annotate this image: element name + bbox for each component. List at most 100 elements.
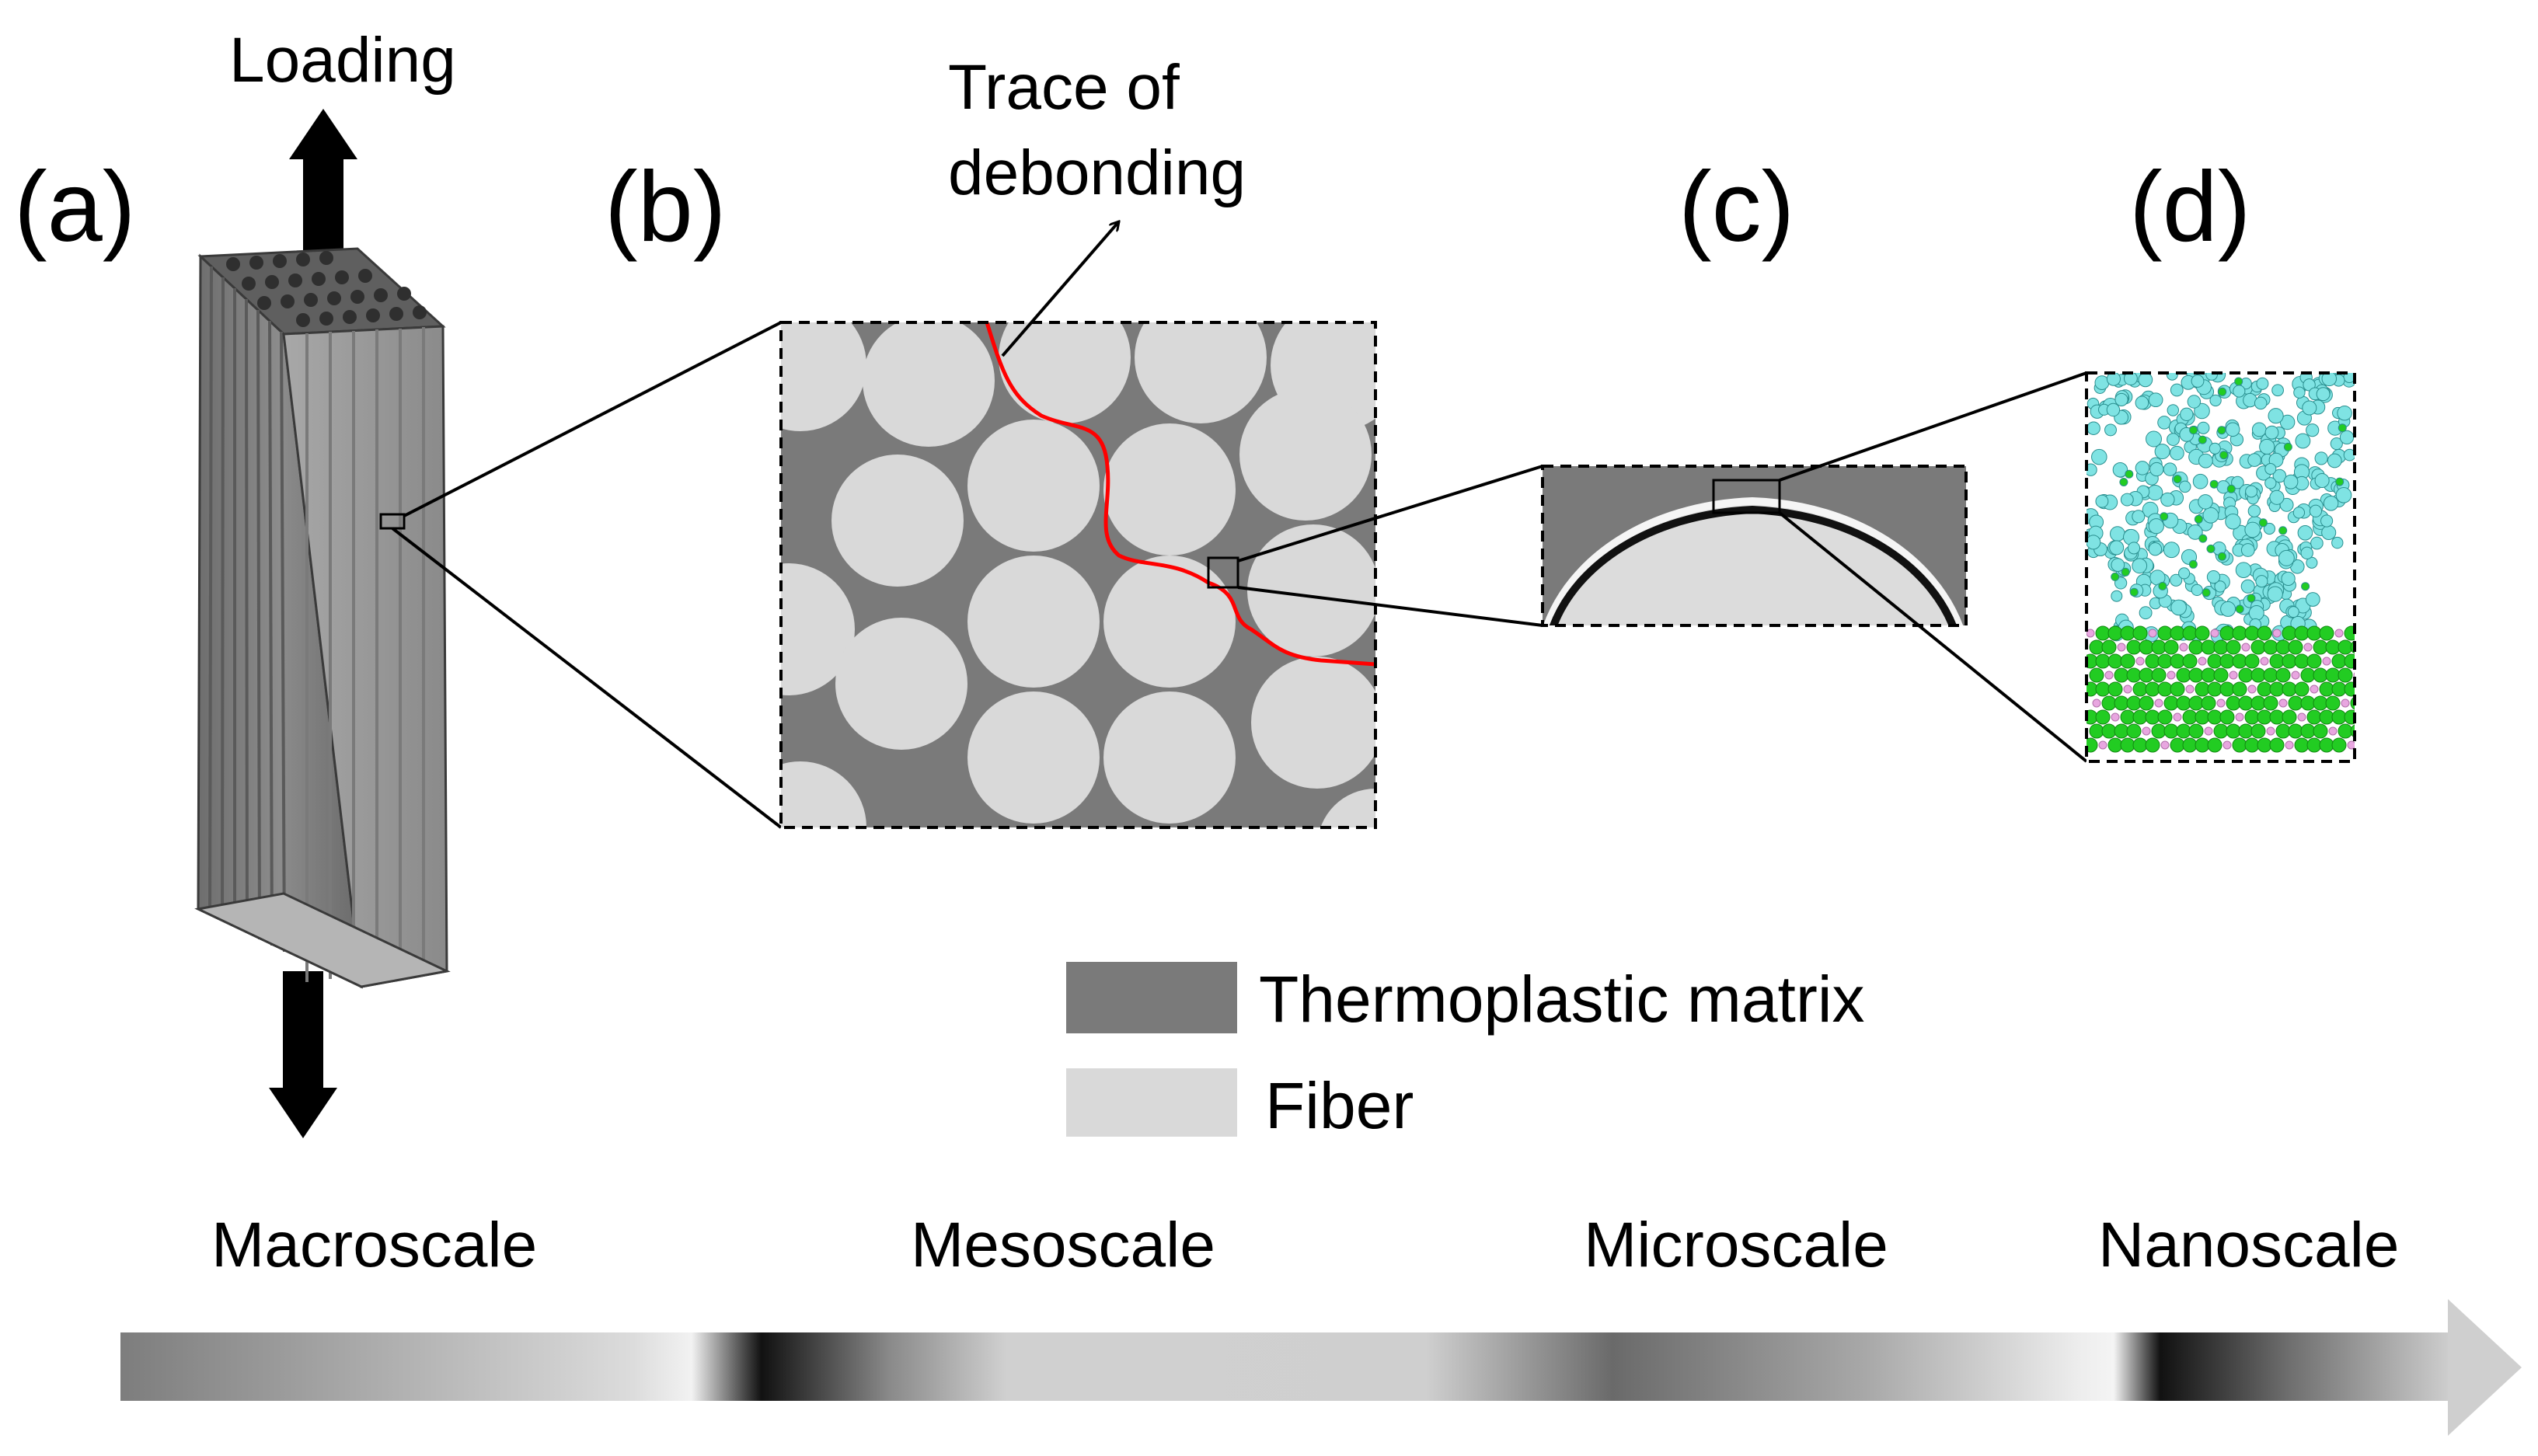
polymer-atom [2158,581,2167,590]
substrate-atom-green [2219,653,2235,669]
substrate-atom-green [2275,639,2291,655]
water-atom [2148,542,2163,556]
water-atom [2154,444,2170,460]
substrate-atom-green [2282,709,2297,725]
polymer-atom [2194,514,2203,524]
legend-fiber-swatch [1066,1068,1237,1137]
water-atom [2256,377,2269,390]
substrate-atom-green [2151,667,2167,683]
substrate-atom-green [2207,709,2222,725]
polymer-atom [2129,587,2139,597]
substrate-atom-green [2325,695,2341,711]
substrate-atom-green [2288,695,2303,711]
water-atom [2337,405,2352,421]
water-atom [2323,496,2339,511]
water-atom [2120,493,2134,507]
substrate-atom-green [2188,695,2204,711]
substrate-atom-green [2275,723,2291,739]
water-atom [2220,601,2236,617]
polymer-atom [2206,544,2216,553]
water-atom [2309,504,2323,517]
water-atom [2264,425,2279,440]
substrate-atom-green [2269,681,2285,697]
substrate-atom-green [2188,639,2204,655]
water-atom [2138,373,2153,388]
zoom-lines-meso-micro [1237,465,1543,627]
water-atom [2148,392,2163,408]
substrate-atom-green [2176,723,2191,739]
polymer-atom [2119,478,2128,486]
substrate-atom-green [2244,653,2260,669]
water-atom [2283,474,2299,489]
substrate-atom-green [2120,625,2135,641]
substrate-atom-green [2244,709,2260,725]
substrate-atom-green [2300,695,2316,711]
substrate-atom-green [2139,667,2154,683]
scale-label-macro: Macroscale [211,1210,537,1280]
substrate-atom-green [2344,709,2355,725]
substrate-atom-green [2350,696,2355,710]
water-atom [2316,387,2331,402]
substrate-atom-green [2207,653,2222,669]
water-atom [2281,571,2296,587]
molecular-model [2087,373,2355,761]
water-atom [2135,461,2150,475]
zoom-lines-macro-meso [391,321,783,829]
substrate-atom-green [2139,695,2154,711]
substrate-atom-pink [2142,726,2151,736]
meso-zoom-box [1207,556,1239,589]
substrate-atom-green [2145,681,2160,697]
debonding-trace [985,322,1375,667]
water-atom [2157,416,2171,430]
water-atom [2225,513,2241,530]
water-atom [2248,604,2264,621]
substrate-atom-green [2188,667,2204,683]
water-atom [2095,494,2109,508]
substrate-atom-green [2275,667,2291,683]
substrate-atom-pink [2247,684,2257,694]
water-atom [2178,480,2191,493]
substrate-atom-green [2288,639,2303,655]
substrate-atom-green [2126,639,2142,655]
zoom-lines-micro-nano [1778,371,2088,763]
substrate-atom-green [2257,625,2272,641]
substrate-atom-green [2325,639,2341,655]
substrate-atom-pink [2353,672,2355,678]
substrate-atom-green [2213,667,2229,683]
substrate-atom-green [2331,681,2347,697]
substrate-atom-green [2087,737,2098,753]
water-atom [2106,402,2121,417]
substrate-atom-pink [2111,712,2120,722]
substrate-atom-green [2170,681,2185,697]
substrate-atom-green [2294,737,2310,753]
water-atom [2235,562,2252,579]
water-atom [2255,575,2268,588]
polymer-atom [2209,479,2219,489]
water-atom [2306,423,2320,437]
substrate-atom-green [2207,737,2222,753]
substrate-atom-green [2120,709,2135,725]
water-atom [2245,485,2258,498]
water-atom [2335,486,2352,503]
scale-label-meso: Mesoscale [911,1210,1215,1280]
substrate-atom-pink [2123,684,2132,694]
substrate-atom-green [2232,737,2247,753]
legend-matrix-swatch [1066,962,1237,1033]
water-atom [2187,395,2202,409]
substrate-atom-green [2232,681,2247,697]
polymer-atom [2338,423,2347,433]
substrate-atom-green [2350,640,2355,654]
water-atom [2314,451,2328,465]
substrate-atom-pink [2098,740,2107,750]
water-atom [2272,468,2287,483]
substrate-atom-green [2306,709,2322,725]
substrate-atom-green [2126,667,2142,683]
substrate-atom-pink [2160,740,2170,750]
polymer-atom [2160,512,2169,521]
substrate-atom-green [2101,639,2117,655]
nanoscale-frame [2085,371,2356,763]
substrate-atom-pink [2104,671,2114,680]
substrate-atom-green [2182,653,2198,669]
water-atom [2166,373,2178,381]
